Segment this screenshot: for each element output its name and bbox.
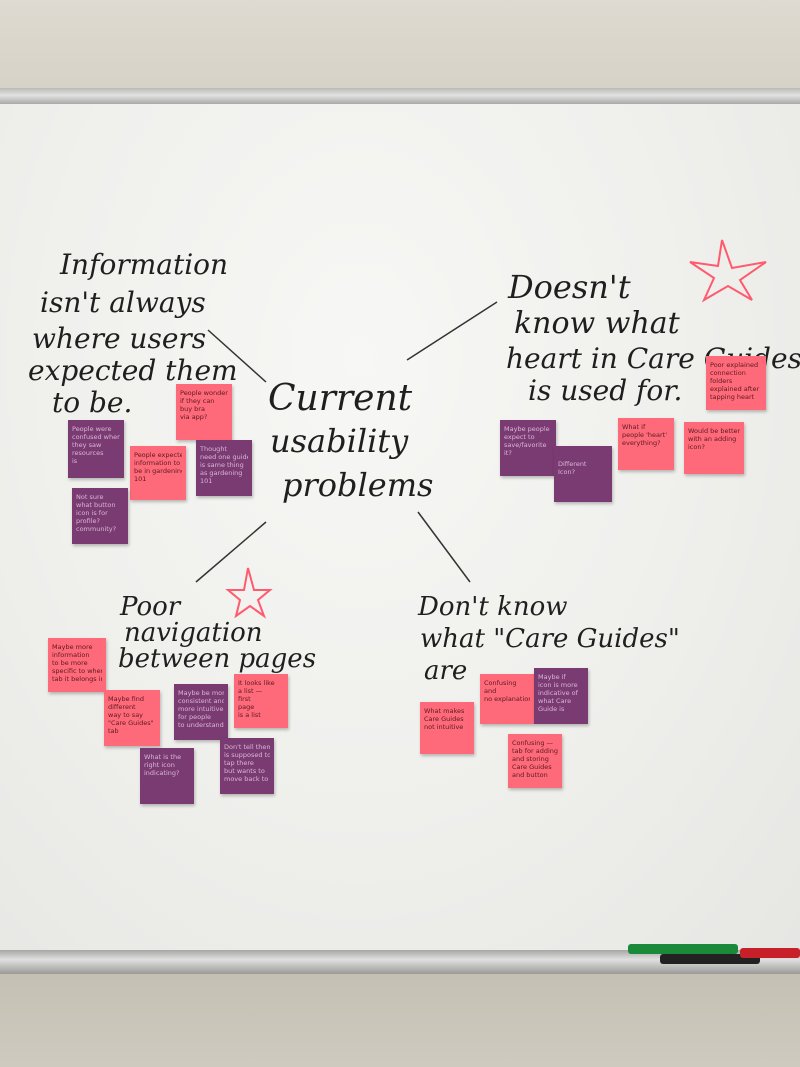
- sticky-note: Thought need one guide is same thing as …: [196, 440, 252, 496]
- sticky-note: Maybe people expect to save/favorite it?: [500, 420, 556, 476]
- sticky-note: What makes Care Guides not intuitive: [420, 702, 474, 754]
- sticky-note: Maybe be more consistent and more intuit…: [174, 684, 228, 740]
- sticky-note: People were confused when they saw resou…: [68, 420, 124, 478]
- sticky-note-text: It looks like a list — first page is a l…: [238, 679, 275, 719]
- sticky-note: Different Icon?: [554, 446, 612, 502]
- sticky-note: People wonder if they can buy bra via ap…: [176, 384, 232, 440]
- sticky-note-text: What if people 'heart' everything?: [622, 423, 667, 447]
- sticky-note-text: Would be better with an adding icon?: [688, 427, 740, 451]
- sticky-note-text: Maybe be more consistent and more intuit…: [178, 689, 224, 729]
- sticky-note-text: Not sure what button icon is for profile…: [76, 493, 117, 533]
- topic-bottom-right-line-1: Don't know: [418, 592, 568, 622]
- sticky-note: What if people 'heart' everything?: [618, 418, 674, 470]
- whiteboard-frame-top: [0, 88, 800, 104]
- sticky-note: Confusing and no explanation: [480, 674, 534, 724]
- sticky-note-text: Confusing — tab for adding and storing C…: [512, 739, 558, 779]
- topic-top-right-line-1: Doesn't: [508, 268, 631, 306]
- sticky-note-text: Poor explained connection folders explai…: [710, 361, 760, 401]
- sticky-note: Poor explained connection folders explai…: [706, 356, 766, 410]
- green-marker: [628, 944, 738, 954]
- center-heading-line-2: usability: [270, 422, 409, 460]
- sticky-note: Confusing — tab for adding and storing C…: [508, 734, 562, 788]
- topic-top-left-line-2: isn't always: [40, 286, 206, 319]
- black-marker: [660, 954, 760, 964]
- sticky-note: Would be better with an adding icon?: [684, 422, 744, 474]
- sticky-note: Maybe if icon is more indicative of what…: [534, 668, 588, 724]
- sticky-note-text: What is the right icon indicating?: [144, 753, 182, 777]
- topic-top-left-line-3: where users: [32, 322, 207, 355]
- sticky-note-text: Thought need one guide is same thing as …: [200, 445, 248, 485]
- wall-bottom: [0, 974, 800, 1067]
- sticky-note: Don't tell them is supposed to tap there…: [220, 738, 274, 794]
- sticky-note: Not sure what button icon is for profile…: [72, 488, 128, 544]
- topic-bottom-right-line-2: what "Care Guides": [420, 624, 680, 654]
- red-marker: [740, 948, 800, 958]
- topic-bottom-left-line-1: Poor: [120, 592, 181, 622]
- topic-top-right-line-4: is used for.: [528, 374, 683, 407]
- topic-top-left-line-1: Information: [60, 248, 229, 281]
- sticky-note-text: People wonder if they can buy bra via ap…: [180, 389, 228, 421]
- sticky-note-text: Maybe find different way to say "Care Gu…: [108, 695, 154, 735]
- center-heading-line-1: Current: [268, 378, 413, 419]
- sticky-note-text: What makes Care Guides not intuitive: [424, 707, 465, 731]
- topic-top-left-line-5: to be.: [52, 386, 133, 419]
- topic-bottom-left-line-2: navigation: [124, 618, 263, 648]
- sticky-note: Maybe more information to be more specif…: [48, 638, 106, 692]
- sticky-note-text: Maybe more information to be more specif…: [52, 643, 102, 683]
- sticky-note-text: Maybe if icon is more indicative of what…: [538, 673, 578, 713]
- sticky-note-text: People expected information to be in gar…: [134, 451, 182, 483]
- sticky-note: What is the right icon indicating?: [140, 748, 194, 804]
- topic-top-left-line-4: expected them: [28, 354, 238, 387]
- topic-bottom-right-line-3: are: [424, 656, 468, 686]
- topic-top-right-line-2: know what: [514, 306, 680, 341]
- center-heading-line-3: problems: [282, 466, 434, 504]
- sticky-note-text: Different Icon?: [558, 460, 587, 476]
- topic-bottom-left-line-3: between pages: [118, 644, 317, 674]
- sticky-note-text: Confusing and no explanation: [484, 679, 530, 703]
- sticky-note-text: Maybe people expect to save/favorite it?: [504, 425, 550, 457]
- sticky-note-text: People were confused when they saw resou…: [72, 425, 120, 465]
- whiteboard: [0, 104, 800, 950]
- sticky-note: People expected information to be in gar…: [130, 446, 186, 500]
- sticky-note-text: Don't tell them is supposed to tap there…: [224, 743, 270, 783]
- sticky-note: Maybe find different way to say "Care Gu…: [104, 690, 160, 746]
- sticky-note: It looks like a list — first page is a l…: [234, 674, 288, 728]
- wall-top: [0, 0, 800, 92]
